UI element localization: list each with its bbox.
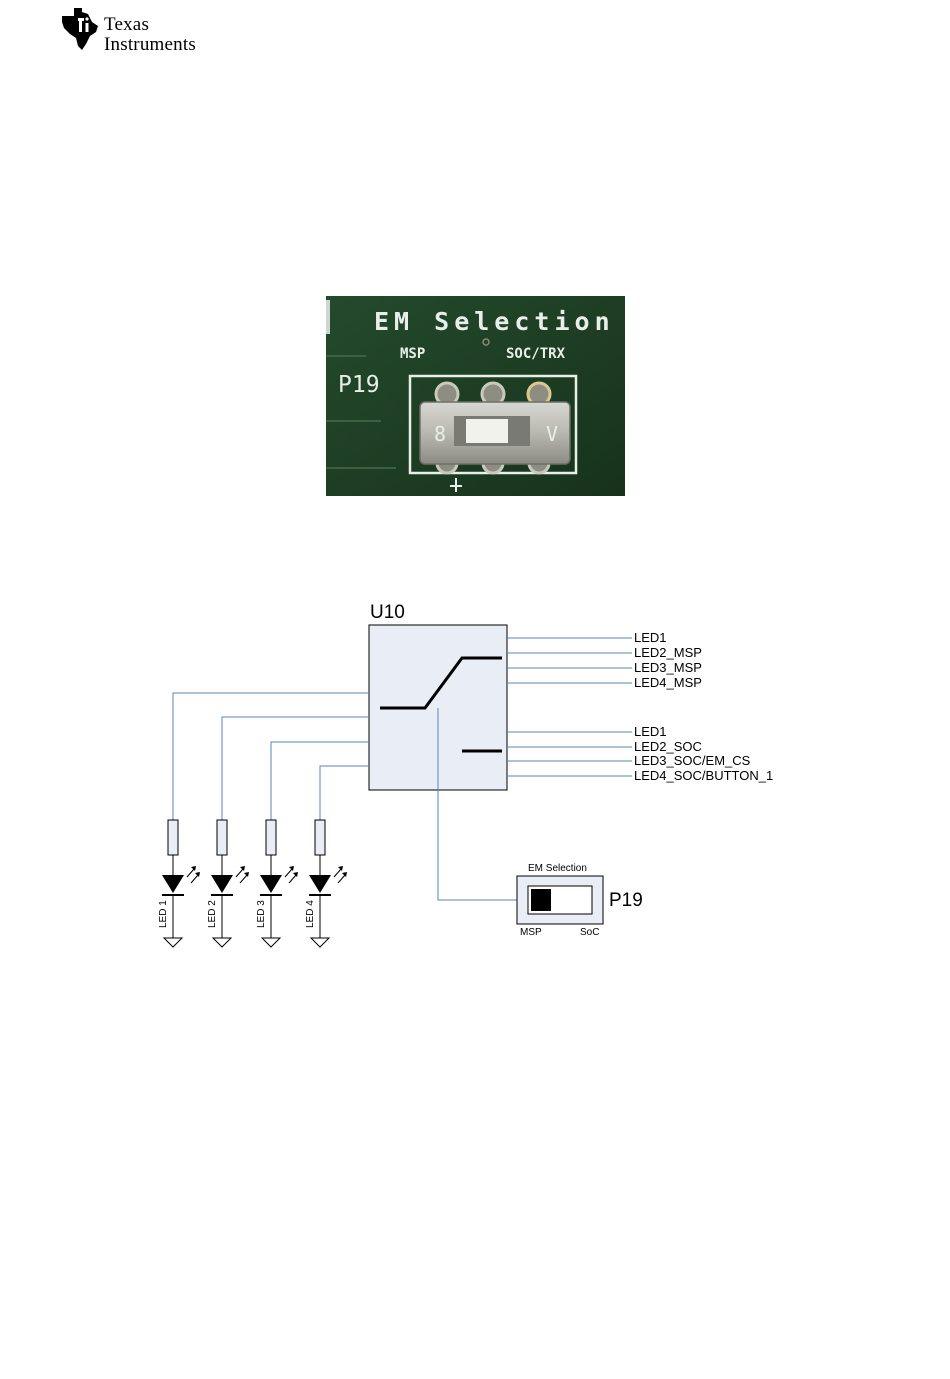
label-msp-1: LED1 <box>634 630 667 645</box>
silk-msp: MSP <box>400 346 425 362</box>
label-msp-3: LED3_MSP <box>634 660 702 675</box>
label-soc-3: LED3_SOC/EM_CS <box>634 753 751 768</box>
led-label-2: LED 2 <box>207 900 218 928</box>
wire-led-2 <box>222 717 369 820</box>
label-msp-2: LED2_MSP <box>634 645 702 660</box>
label-soc-4: LED4_SOC/BUTTON_1 <box>634 768 773 783</box>
resistor-3 <box>266 820 276 855</box>
slide-switch-knob <box>466 419 508 443</box>
led-label-1: LED 1 <box>158 900 169 928</box>
resistor-2 <box>217 820 227 855</box>
switch-p19-knob <box>531 889 551 911</box>
switch-right-label: SoC <box>580 927 599 938</box>
switch-left-label: MSP <box>520 927 542 938</box>
texas-instruments-logo: Texas Instruments <box>58 6 258 56</box>
silk-title: EM Selection <box>374 307 615 336</box>
resistor-4 <box>315 820 325 855</box>
led-label-4: LED 4 <box>305 900 316 928</box>
resistor-1 <box>168 820 178 855</box>
texas-state-icon <box>58 6 102 52</box>
svg-text:V: V <box>546 422 558 446</box>
silk-p19: P19 <box>338 372 380 398</box>
logo-word-instruments: Instruments <box>104 35 196 54</box>
led-label-3: LED 3 <box>256 900 267 928</box>
svg-text:8: 8 <box>434 422 446 446</box>
led-switch-schematic: U10 LED1 LED2_MSP LED3_MSP LED4_MSP LED1… <box>150 595 830 960</box>
silk-soc-trx: SOC/TRX <box>506 346 566 362</box>
logo-word-texas: Texas <box>104 15 149 34</box>
pcb-photo-drawing: 8 V EM Selection MSP SOC/TRX P19 <box>326 296 625 496</box>
wire-led-4 <box>320 766 369 820</box>
label-soc-1: LED1 <box>634 724 667 739</box>
label-soc-2: LED2_SOC <box>634 739 702 754</box>
ic-u10-label: U10 <box>370 602 405 623</box>
switch-label: P19 <box>609 890 643 911</box>
switch-title: EM Selection <box>528 863 587 874</box>
pcb-photo: 8 V EM Selection MSP SOC/TRX P19 <box>326 296 625 496</box>
schematic-drawing: U10 LED1 LED2_MSP LED3_MSP LED4_MSP LED1… <box>150 595 830 960</box>
label-msp-4: LED4_MSP <box>634 675 702 690</box>
